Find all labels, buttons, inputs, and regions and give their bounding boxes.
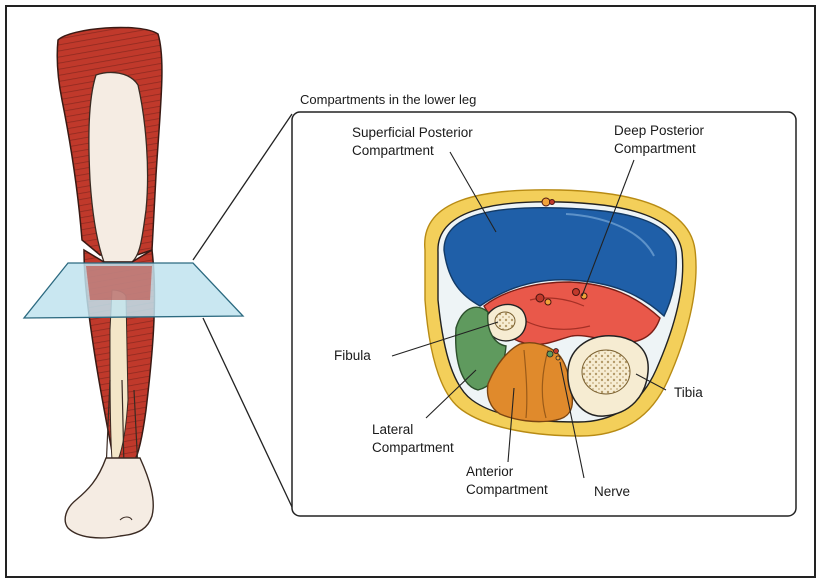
knee-skin	[89, 72, 148, 262]
leg-illustration	[24, 27, 243, 537]
cross-section	[425, 190, 696, 436]
connector-bottom	[203, 318, 292, 507]
connector-top	[193, 114, 292, 260]
foot	[65, 458, 153, 538]
label-tibia: Tibia	[674, 385, 703, 400]
label-fibula: Fibula	[334, 348, 371, 363]
label-nerve: Nerve	[594, 484, 630, 499]
figure-title: Compartments in the lower leg	[300, 92, 476, 107]
